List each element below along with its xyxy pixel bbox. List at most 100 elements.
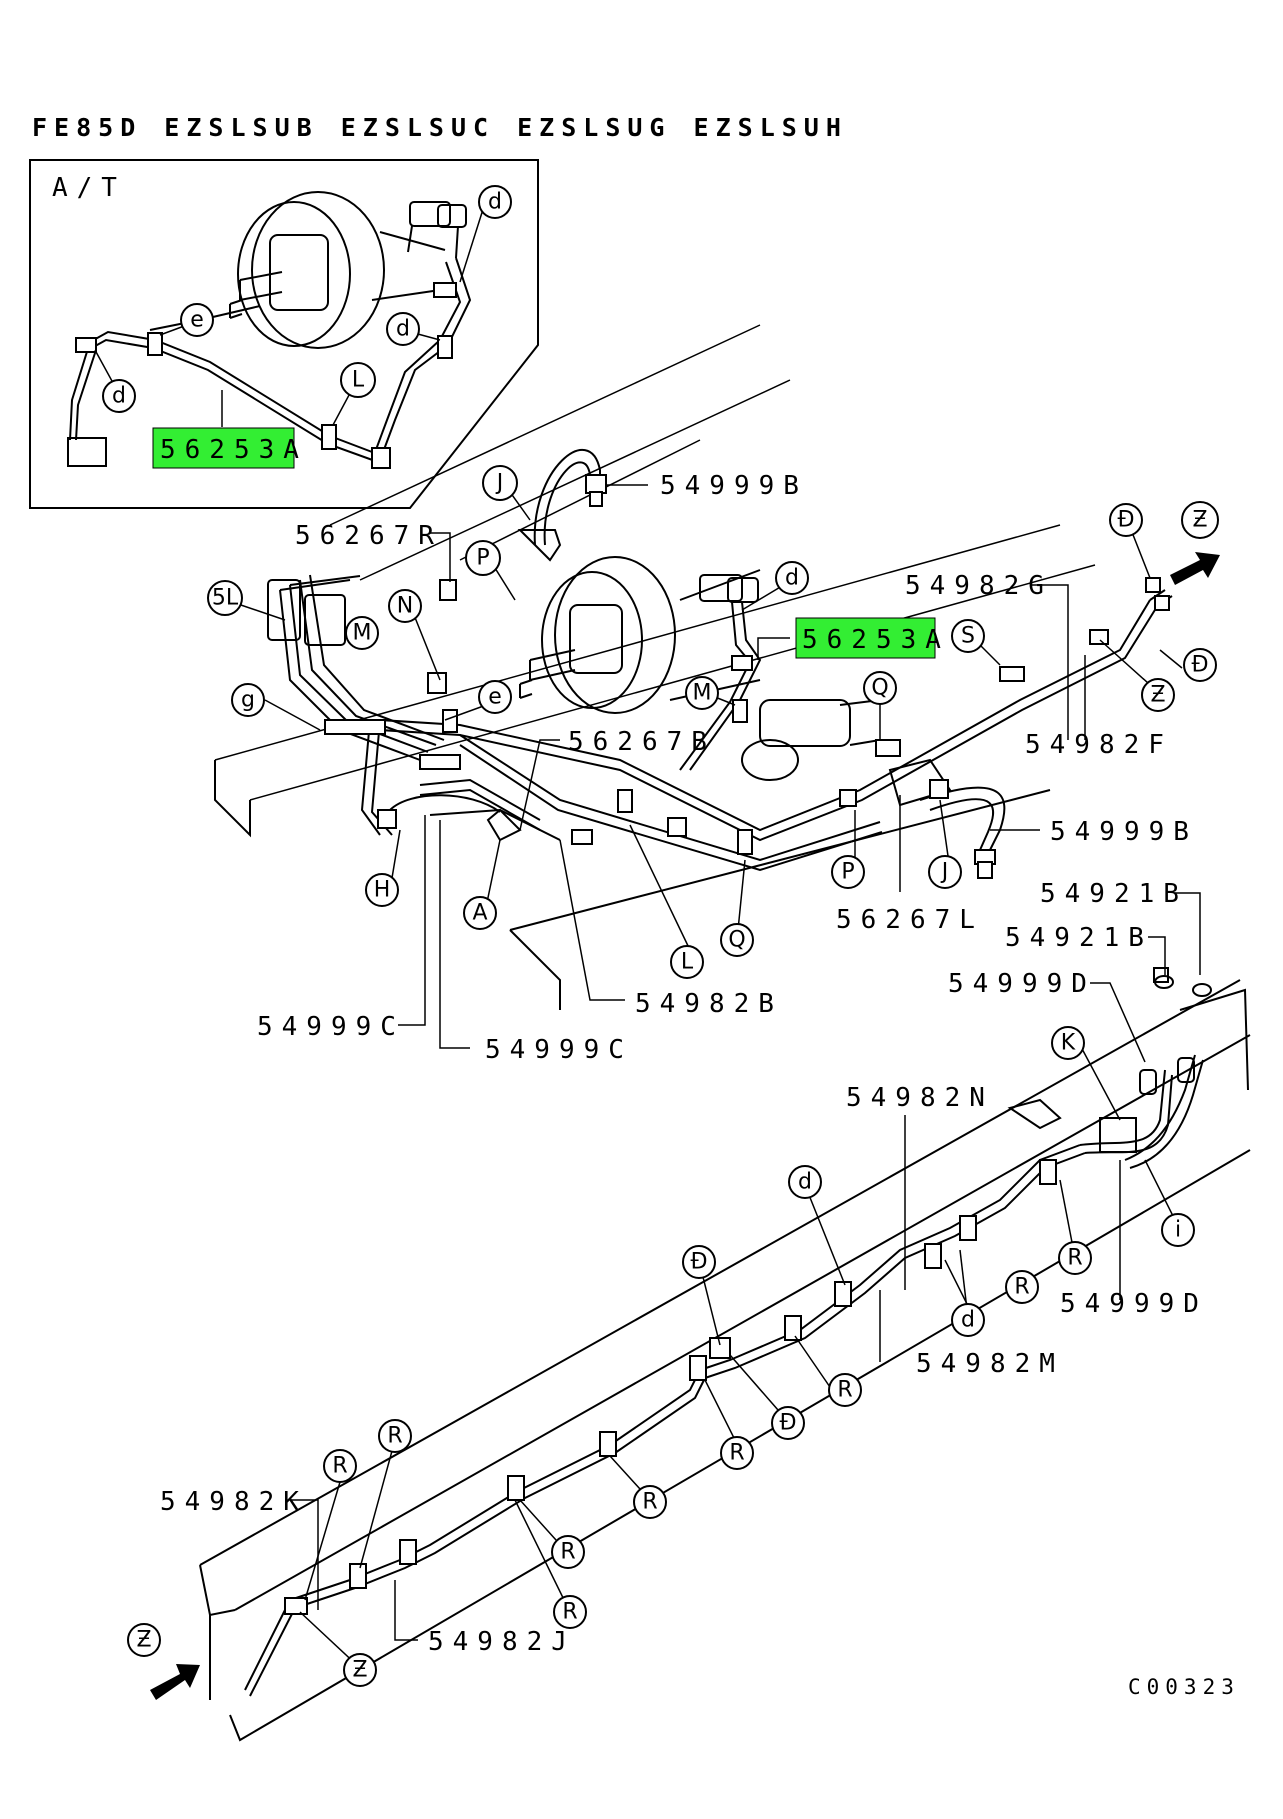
callout-R3: R xyxy=(828,1373,862,1407)
svg-text:L: L xyxy=(352,368,365,393)
label-54982B[interactable]: 54982B xyxy=(635,989,783,1019)
label-54999B-top[interactable]: 54999B xyxy=(660,471,808,501)
svg-text:5L: 5L xyxy=(212,586,239,611)
svg-text:N: N xyxy=(397,594,413,619)
svg-text:d: d xyxy=(798,1170,812,1195)
inset-callout-e: e xyxy=(180,303,214,337)
svg-text:K: K xyxy=(1061,1031,1076,1056)
arrow-right-top-icon xyxy=(1170,552,1220,585)
callout-R5: R xyxy=(633,1485,667,1519)
svg-text:M: M xyxy=(693,681,712,706)
model-codes-header: FE85D EZSLSUB EZSLSUC EZSLSUG EZSLSUH xyxy=(32,113,848,142)
svg-text:H: H xyxy=(374,878,391,903)
svg-text:R: R xyxy=(1067,1246,1082,1271)
at-inset: A/T d e d L d xyxy=(29,159,539,509)
callout-D1: Đ xyxy=(1109,503,1143,537)
inset-title: A/T xyxy=(52,173,126,203)
callout-5L: 5L xyxy=(207,580,243,616)
svg-text:Đ: Đ xyxy=(1117,508,1134,533)
callout-g: g xyxy=(231,683,265,717)
svg-text:R: R xyxy=(387,1424,402,1449)
svg-text:Q: Q xyxy=(871,676,888,701)
svg-text:A: A xyxy=(472,901,487,926)
inset-highlight-box xyxy=(152,427,295,469)
svg-text:P: P xyxy=(476,546,489,571)
svg-text:e: e xyxy=(488,685,502,710)
svg-text:d: d xyxy=(785,566,799,591)
callout-i: i xyxy=(1161,1213,1195,1247)
svg-text:Q: Q xyxy=(728,928,745,953)
svg-text:Ƶ: Ƶ xyxy=(136,1628,151,1653)
inset-callout-d2: d xyxy=(386,312,420,346)
callout-R8: R xyxy=(551,1535,585,1569)
callout-R1: R xyxy=(1058,1241,1092,1275)
inset-highlight-label[interactable]: 56253A xyxy=(160,435,308,465)
svg-text:P: P xyxy=(841,860,854,885)
callout-Z4: Ƶ xyxy=(343,1653,377,1687)
svg-text:J: J xyxy=(940,860,949,885)
callout-P1: P xyxy=(465,540,501,576)
label-54999B-right[interactable]: 54999B xyxy=(1050,817,1198,847)
svg-text:R: R xyxy=(642,1490,657,1515)
svg-text:d: d xyxy=(488,190,502,215)
upper-assembly xyxy=(214,324,1220,1010)
svg-text:R: R xyxy=(560,1540,575,1565)
svg-text:d: d xyxy=(396,317,410,342)
callout-J1: J xyxy=(482,465,518,501)
svg-text:S: S xyxy=(961,624,975,649)
callout-Q1: Q xyxy=(863,671,897,705)
label-54999D-top[interactable]: 54999D xyxy=(948,969,1096,999)
label-54982K[interactable]: 54982K xyxy=(160,1487,308,1517)
callout-M1: M xyxy=(345,616,379,650)
callout-R9: R xyxy=(553,1595,587,1629)
svg-text:R: R xyxy=(729,1441,744,1466)
label-54921B-1[interactable]: 54921B xyxy=(1040,879,1188,909)
svg-text:Ƶ: Ƶ xyxy=(1150,683,1165,708)
callout-d-b2: d xyxy=(951,1303,985,1337)
label-54999D-bottom[interactable]: 54999D xyxy=(1060,1289,1208,1319)
svg-text:g: g xyxy=(241,688,255,713)
label-56253A-main[interactable]: 56253A xyxy=(802,625,950,655)
callout-Z1: Ƶ xyxy=(1181,501,1219,539)
label-54982N[interactable]: 54982N xyxy=(846,1083,994,1113)
svg-text:R: R xyxy=(1014,1275,1029,1300)
label-56267R[interactable]: 56267R xyxy=(295,521,443,551)
svg-text:J: J xyxy=(495,471,504,496)
label-54982M[interactable]: 54982M xyxy=(916,1349,1064,1379)
callout-P2: P xyxy=(831,855,865,889)
arrow-left-bottom-icon xyxy=(150,1664,200,1700)
svg-text:R: R xyxy=(332,1454,347,1479)
inset-callout-d3: d xyxy=(102,379,136,413)
callouts: J P d Đ Ƶ S Đ Ƶ 5L N M g e M Q P J H A L… xyxy=(127,465,1219,1687)
label-54999C-1[interactable]: 54999C xyxy=(257,1012,405,1042)
callout-R6: R xyxy=(378,1419,412,1453)
svg-text:e: e xyxy=(190,308,204,333)
lower-assembly xyxy=(150,967,1251,1742)
callout-D4: Đ xyxy=(771,1406,805,1440)
label-56267B[interactable]: 56267B xyxy=(568,727,716,757)
callout-J2: J xyxy=(928,855,962,889)
label-54921B-2[interactable]: 54921B xyxy=(1005,923,1153,953)
main-highlight-box xyxy=(795,617,936,659)
callout-S: S xyxy=(951,619,985,653)
callout-Z3: Ƶ xyxy=(127,1623,161,1657)
inset-callout-d1: d xyxy=(478,185,512,219)
label-56267L[interactable]: 56267L xyxy=(836,905,984,935)
callout-K: K xyxy=(1051,1026,1085,1060)
label-54999C-2[interactable]: 54999C xyxy=(485,1035,633,1065)
callout-Q2: Q xyxy=(720,923,754,957)
callout-d-b1: d xyxy=(788,1165,822,1199)
label-54982G[interactable]: 54982G xyxy=(905,571,1053,601)
svg-text:Ƶ: Ƶ xyxy=(352,1658,367,1683)
svg-text:d: d xyxy=(961,1308,975,1333)
callout-N: N xyxy=(388,589,422,623)
label-54982J[interactable]: 54982J xyxy=(428,1627,576,1657)
callout-Z2: Ƶ xyxy=(1141,678,1175,712)
label-54982F[interactable]: 54982F xyxy=(1025,730,1173,760)
part-labels: 54999B 56267R 54982G 56253A 54982F 56267… xyxy=(160,471,1208,1657)
callout-L-main: L xyxy=(670,945,704,979)
svg-text:R: R xyxy=(837,1378,852,1403)
svg-text:L: L xyxy=(681,950,694,975)
callout-e-main: e xyxy=(478,680,512,714)
